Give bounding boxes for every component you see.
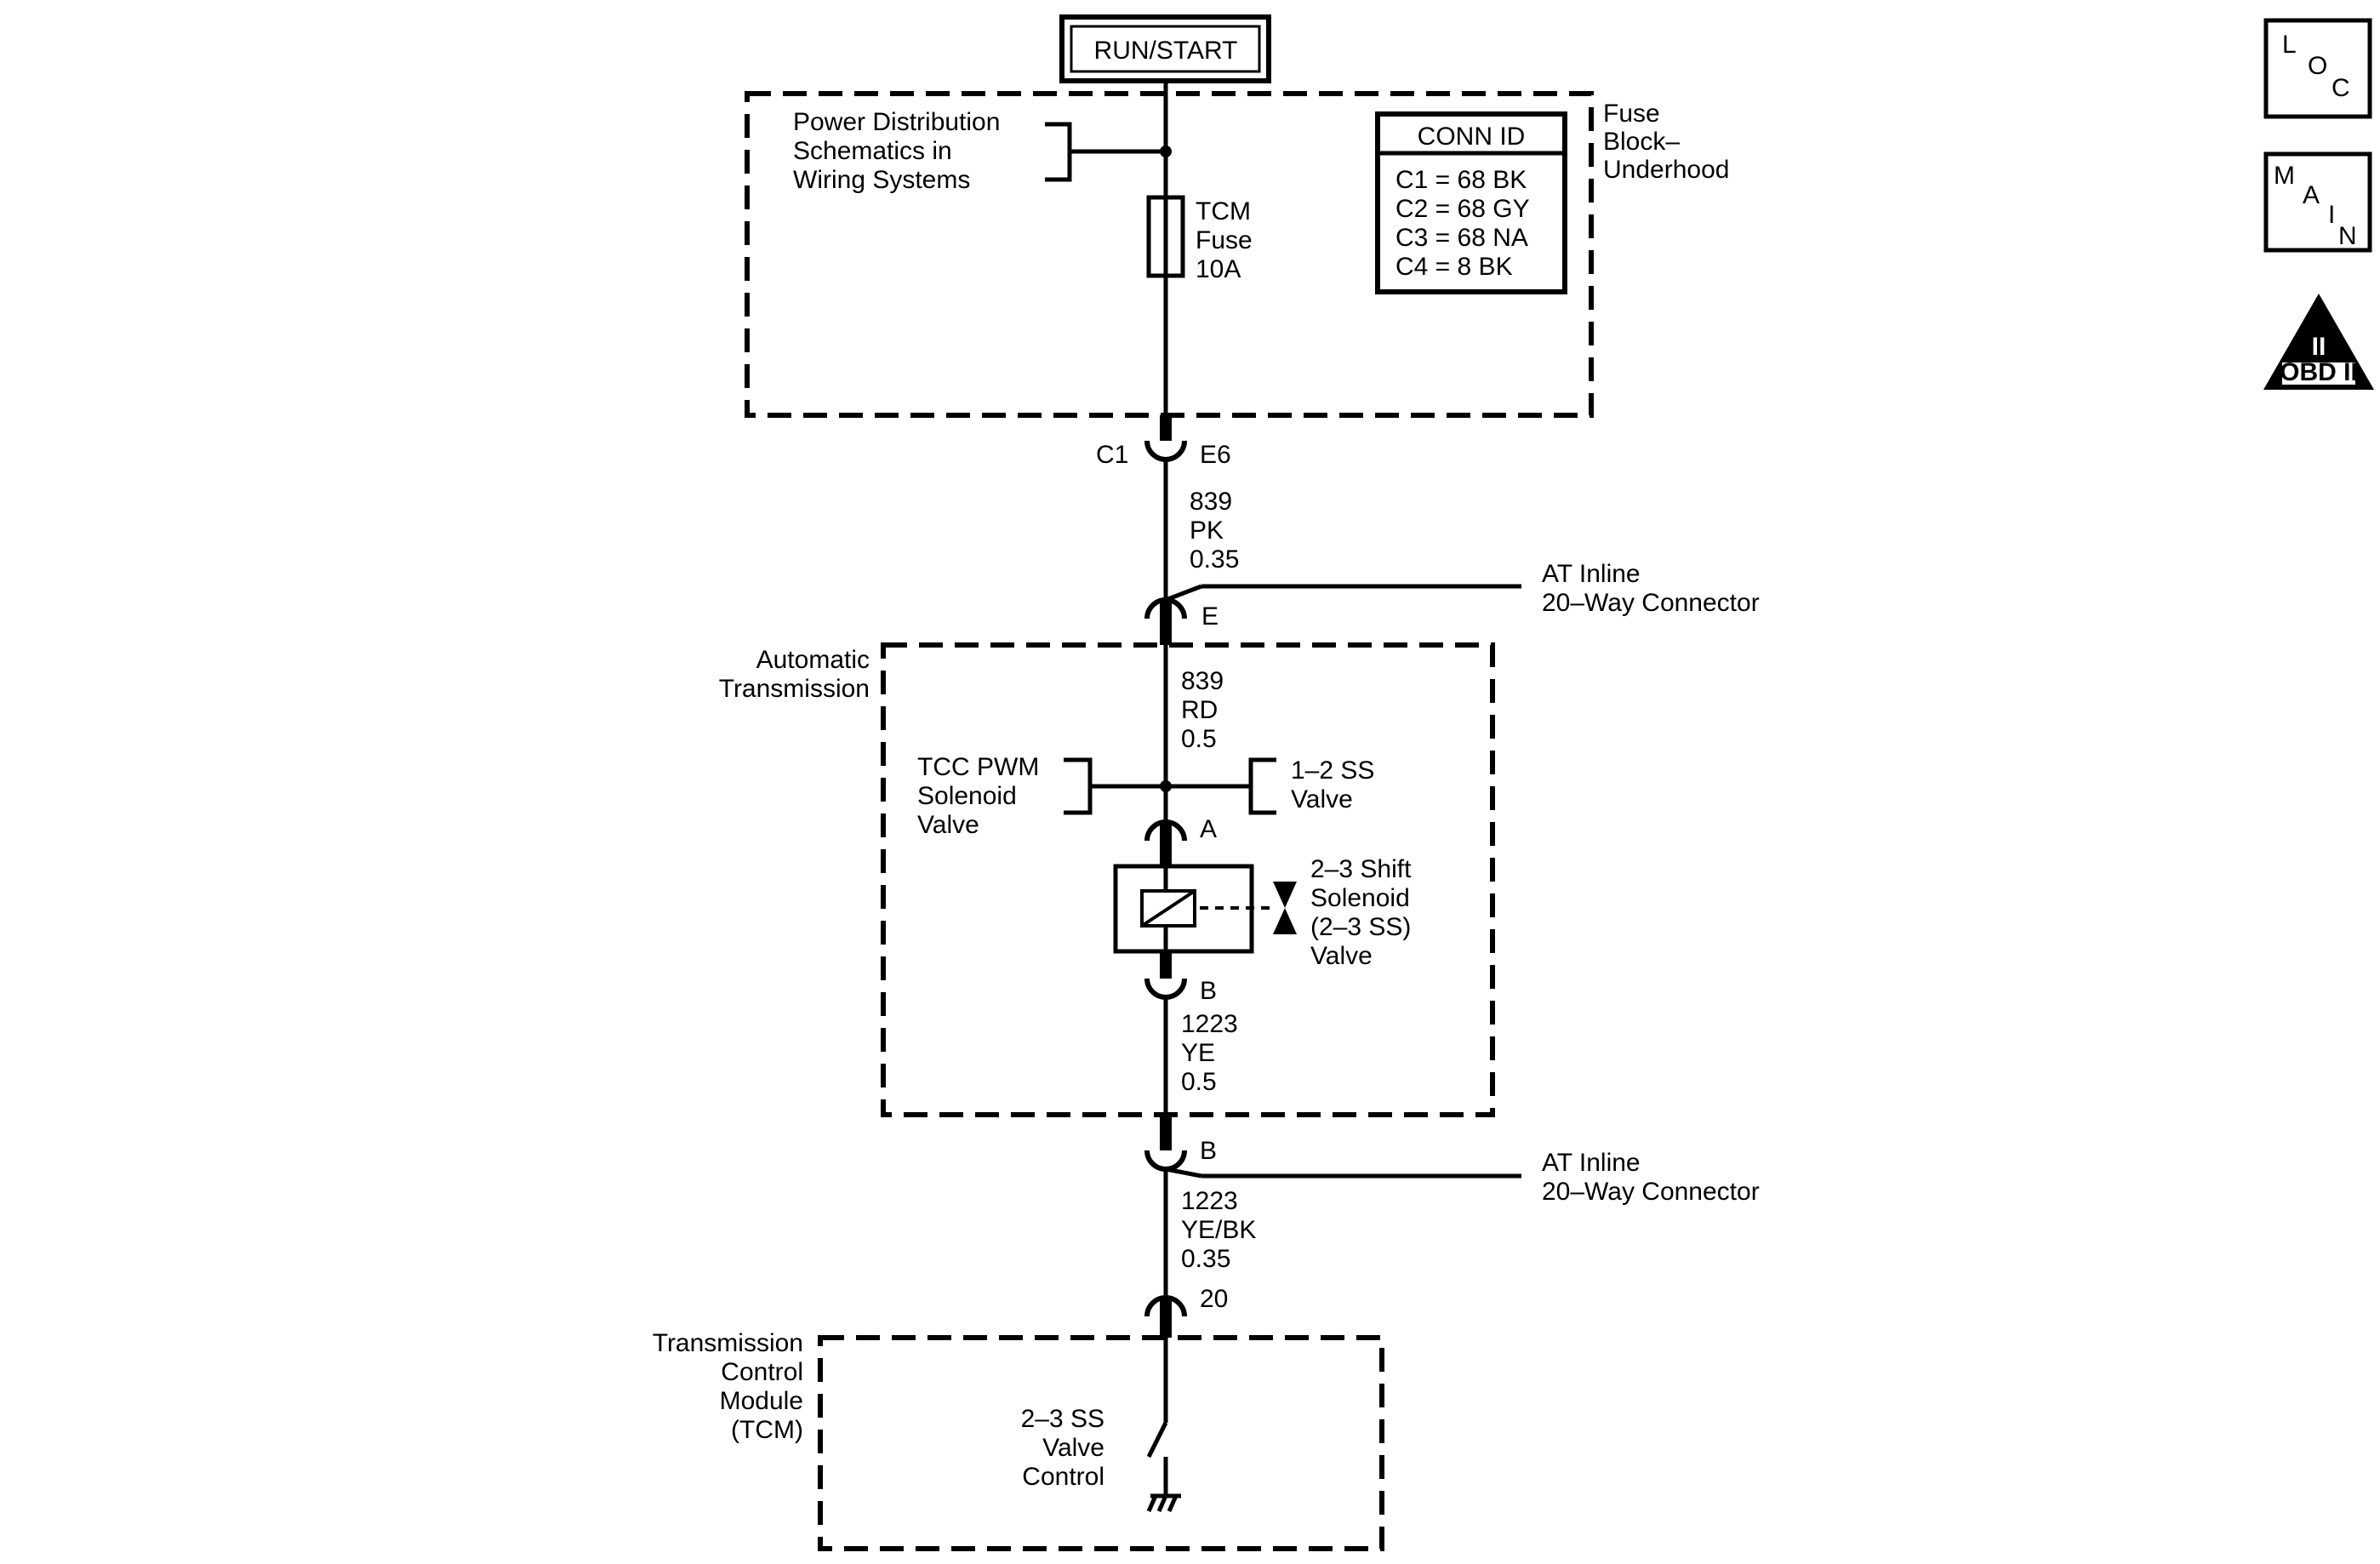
svg-text:2–3 SS: 2–3 SS bbox=[1021, 1405, 1104, 1433]
svg-text:C2 = 68 GY: C2 = 68 GY bbox=[1395, 195, 1530, 223]
svg-text:OBD II: OBD II bbox=[2280, 358, 2358, 386]
tcc-pwm-solenoid-reference: TCC PWM Solenoid Valve bbox=[917, 753, 1166, 839]
svg-text:1223: 1223 bbox=[1181, 1187, 1238, 1215]
svg-text:N: N bbox=[2338, 222, 2357, 250]
svg-text:Transmission: Transmission bbox=[719, 675, 870, 703]
svg-text:0.5: 0.5 bbox=[1181, 1068, 1217, 1096]
svg-text:0.35: 0.35 bbox=[1190, 545, 1239, 574]
svg-text:Automatic: Automatic bbox=[756, 646, 870, 674]
svg-text:O: O bbox=[2308, 52, 2327, 80]
svg-text:Valve: Valve bbox=[1042, 1434, 1104, 1462]
svg-text:0.5: 0.5 bbox=[1181, 725, 1217, 753]
svg-text:II: II bbox=[2312, 333, 2326, 361]
inline-connector-bottom: B AT Inline 20–Way Connector bbox=[1144, 1115, 1760, 1206]
svg-text:C4 = 8 BK: C4 = 8 BK bbox=[1395, 253, 1513, 281]
svg-text:Control: Control bbox=[1022, 1463, 1104, 1491]
automatic-transmission-label: Automatic Transmission bbox=[719, 646, 870, 703]
wire-label-1223-ye: 1223 YE 0.5 bbox=[1181, 1010, 1238, 1096]
svg-text:E: E bbox=[1201, 602, 1219, 631]
svg-text:(TCM): (TCM) bbox=[731, 1416, 803, 1444]
svg-text:Underhood: Underhood bbox=[1603, 156, 1729, 184]
tcm-fuse: TCM Fuse 10A bbox=[1146, 195, 1253, 283]
run-start-label: RUN/START bbox=[1059, 14, 1271, 83]
svg-text:10A: 10A bbox=[1196, 255, 1241, 283]
ss12-valve-reference: 1–2 SS Valve bbox=[1166, 756, 1374, 815]
svg-text:(2–3 SS): (2–3 SS) bbox=[1310, 913, 1411, 941]
svg-text:Wiring Systems: Wiring Systems bbox=[793, 166, 970, 194]
inline-connector-top: E AT Inline 20–Way Connector bbox=[1144, 560, 1760, 645]
svg-text:C1 = 68 BK: C1 = 68 BK bbox=[1395, 166, 1527, 194]
svg-text:RD: RD bbox=[1181, 696, 1218, 724]
svg-text:A: A bbox=[1200, 815, 1217, 843]
svg-text:Valve: Valve bbox=[1291, 785, 1353, 813]
automatic-transmission-boundary bbox=[881, 642, 1495, 1117]
svg-text:2–3 Shift: 2–3 Shift bbox=[1310, 855, 1412, 883]
svg-text:I: I bbox=[2328, 201, 2335, 229]
wire-label-1223-ye-bk: 1223 YE/BK 0.35 bbox=[1181, 1187, 1256, 1273]
svg-text:Schematics in: Schematics in bbox=[793, 137, 952, 165]
tcm-pin-20: 20 bbox=[1144, 1285, 1228, 1338]
wire-label-839-rd: 839 RD 0.5 bbox=[1181, 667, 1224, 753]
loc-icon[interactable]: L O C bbox=[2263, 18, 2372, 119]
ss23-solenoid-valve: 2–3 Shift Solenoid (2–3 SS) Valve bbox=[1113, 855, 1412, 970]
svg-text:TCC PWM: TCC PWM bbox=[917, 753, 1039, 781]
solenoid-pin-b: B bbox=[1144, 951, 1217, 1005]
svg-text:20–Way Connector: 20–Way Connector bbox=[1542, 589, 1760, 617]
svg-text:TCM: TCM bbox=[1196, 197, 1251, 225]
svg-text:YE: YE bbox=[1181, 1039, 1215, 1067]
svg-text:Valve: Valve bbox=[1310, 942, 1373, 970]
svg-text:Fuse: Fuse bbox=[1603, 100, 1660, 128]
connector-c1-e6: C1 E6 bbox=[1096, 415, 1231, 469]
power-distribution-reference: Power Distribution Schematics in Wiring … bbox=[793, 108, 1172, 194]
svg-text:Solenoid: Solenoid bbox=[1310, 884, 1410, 912]
svg-text:Control: Control bbox=[721, 1358, 803, 1386]
svg-text:YE/BK: YE/BK bbox=[1181, 1216, 1256, 1244]
svg-text:1223: 1223 bbox=[1181, 1010, 1238, 1038]
solenoid-pin-a: A bbox=[1144, 786, 1217, 866]
svg-text:C3 = 68 NA: C3 = 68 NA bbox=[1395, 224, 1528, 252]
svg-text:Block–: Block– bbox=[1603, 128, 1680, 156]
svg-text:PK: PK bbox=[1190, 517, 1224, 545]
svg-text:AT Inline: AT Inline bbox=[1542, 1149, 1641, 1177]
ss23-valve-control-switch: 2–3 SS Valve Control bbox=[1021, 1338, 1181, 1513]
svg-text:B: B bbox=[1200, 977, 1217, 1005]
svg-text:20–Way Connector: 20–Way Connector bbox=[1542, 1178, 1760, 1206]
svg-text:C1: C1 bbox=[1096, 441, 1128, 469]
run-start-text: RUN/START bbox=[1094, 37, 1238, 65]
svg-text:A: A bbox=[2303, 181, 2320, 209]
svg-text:0.35: 0.35 bbox=[1181, 1245, 1230, 1273]
svg-text:C: C bbox=[2331, 74, 2350, 102]
svg-text:B: B bbox=[1200, 1137, 1217, 1165]
svg-text:L: L bbox=[2282, 31, 2297, 59]
svg-text:Power Distribution: Power Distribution bbox=[793, 108, 1000, 136]
svg-text:M: M bbox=[2274, 162, 2295, 190]
main-icon[interactable]: M A I N bbox=[2263, 151, 2372, 253]
obd-ii-icon[interactable]: II OBD II bbox=[2263, 294, 2374, 390]
tcm-boundary bbox=[818, 1335, 1384, 1551]
svg-text:Transmission: Transmission bbox=[653, 1329, 803, 1357]
tcm-label: Transmission Control Module (TCM) bbox=[653, 1329, 803, 1444]
fuse-block-label: Fuse Block– Underhood bbox=[1603, 100, 1729, 184]
wire-label-839-pk: 839 PK 0.35 bbox=[1190, 488, 1239, 574]
svg-text:E6: E6 bbox=[1200, 441, 1231, 469]
svg-text:CONN ID: CONN ID bbox=[1418, 123, 1526, 151]
conn-id-table: CONN ID C1 = 68 BK C2 = 68 GY C3 = 68 NA… bbox=[1375, 111, 1567, 294]
svg-text:1–2 SS: 1–2 SS bbox=[1291, 756, 1374, 785]
svg-text:Fuse: Fuse bbox=[1196, 226, 1253, 254]
svg-text:Valve: Valve bbox=[917, 811, 979, 839]
svg-text:Module: Module bbox=[720, 1387, 803, 1415]
svg-text:AT Inline: AT Inline bbox=[1542, 560, 1641, 588]
svg-text:839: 839 bbox=[1181, 667, 1224, 695]
svg-text:20: 20 bbox=[1200, 1285, 1228, 1313]
svg-text:Solenoid: Solenoid bbox=[917, 782, 1017, 810]
svg-text:839: 839 bbox=[1190, 488, 1232, 516]
